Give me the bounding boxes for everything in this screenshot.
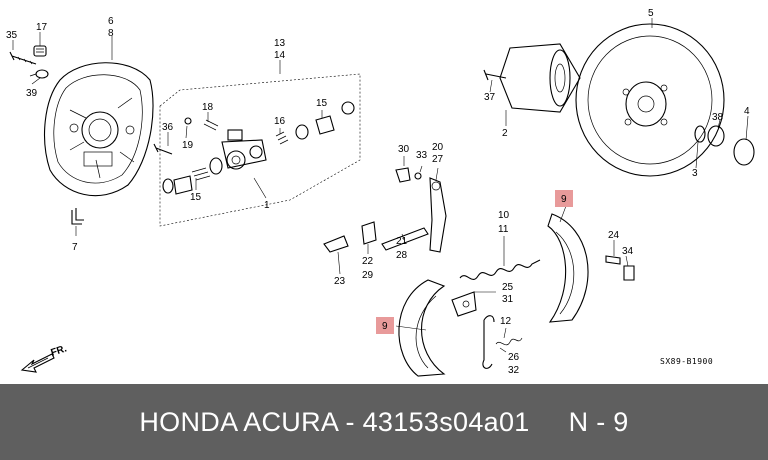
callout-1: 1 [264, 200, 270, 211]
callout-24: 24 [608, 230, 620, 241]
callout-38: 38 [712, 112, 724, 123]
callout-8: 8 [108, 28, 114, 39]
callout-9-lower: 9 [382, 321, 388, 332]
brake-shoe-upper [547, 213, 589, 323]
callout-19: 19 [182, 140, 194, 151]
callout-6: 6 [108, 16, 114, 27]
callout-17: 17 [36, 22, 48, 33]
washer-3 [694, 125, 706, 143]
adjuster-parts [323, 167, 447, 253]
springs [451, 259, 541, 369]
callout-31: 31 [502, 294, 514, 305]
dust-cap-4 [733, 138, 755, 166]
cap-17 [33, 45, 47, 57]
backing-plate [44, 62, 154, 197]
callout-28: 28 [396, 250, 408, 261]
clip-7 [71, 208, 84, 225]
callout-39: 39 [26, 88, 38, 99]
hub-nut-38 [707, 125, 725, 147]
front-direction-arrow [20, 353, 55, 373]
grommet-39 [29, 69, 49, 79]
callout-23: 23 [334, 276, 346, 287]
leader-lines [12, 18, 749, 353]
callout-16: 16 [274, 116, 286, 127]
diagram-code: SX89-B1900 [660, 357, 713, 366]
highlight-box-9-lower [376, 317, 394, 334]
caption-bar: HONDA ACURA - 43153s04a01 N - 9 [0, 384, 768, 460]
callout-14: 14 [274, 50, 286, 61]
callout-20: 20 [432, 142, 444, 153]
callout-5: 5 [648, 8, 654, 19]
callout-34: 34 [622, 246, 634, 257]
callout-21: 21 [396, 236, 408, 247]
callout-4: 4 [744, 106, 750, 117]
caption-text: HONDA ACURA - 43153s04a01 N - 9 [139, 406, 629, 437]
callout-27: 27 [432, 154, 444, 165]
callout-37: 37 [484, 92, 496, 103]
callout-25: 25 [502, 282, 514, 293]
wheel-cylinder-group [153, 73, 361, 227]
highlight-box-9-upper [555, 190, 573, 207]
callout-26: 26 [508, 352, 520, 363]
callout-30: 30 [398, 144, 410, 155]
callout-10: 10 [498, 210, 510, 221]
callout-29: 29 [362, 270, 374, 281]
brake-shoe-lower [398, 279, 446, 377]
clip-34 [623, 265, 635, 281]
callout-32: 32 [508, 365, 520, 376]
callout-15-right: 15 [316, 98, 328, 109]
callout-13: 13 [274, 38, 286, 49]
callout-11: 11 [498, 224, 509, 235]
front-direction-label: FR. [50, 343, 69, 359]
brake-drum [575, 23, 725, 177]
callout-12: 12 [500, 316, 512, 327]
callout-22: 22 [362, 256, 374, 267]
callout-15-left: 15 [190, 192, 202, 203]
bolt-35 [9, 51, 37, 65]
callout-18: 18 [202, 102, 214, 113]
callout-3: 3 [692, 168, 698, 179]
pin-24 [605, 255, 621, 265]
callout-9-upper: 9 [561, 194, 567, 205]
callout-2: 2 [502, 128, 508, 139]
callout-35: 35 [6, 30, 18, 41]
callout-7: 7 [72, 242, 78, 253]
callout-33: 33 [416, 150, 428, 161]
parts-diagram: 35 17 6 8 39 7 13 14 36 18 19 16 15 15 1… [6, 8, 755, 377]
callout-36: 36 [162, 122, 174, 133]
hub-assembly [483, 43, 581, 113]
